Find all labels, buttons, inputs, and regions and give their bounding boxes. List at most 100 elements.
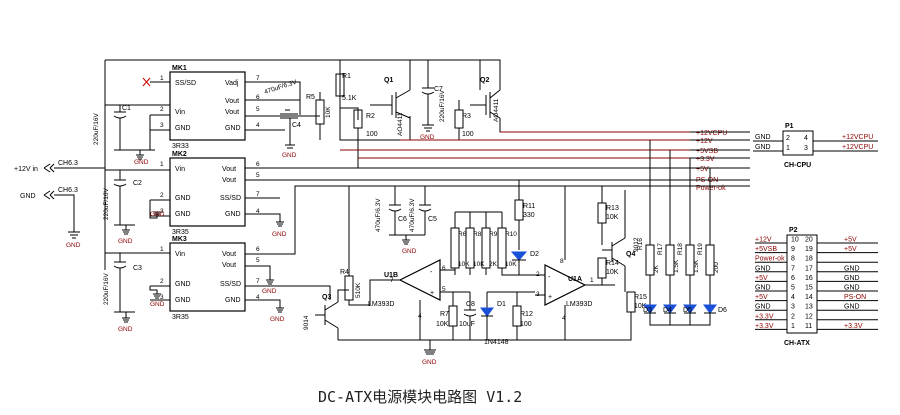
svg-text:7: 7 <box>256 278 260 285</box>
svg-text:100: 100 <box>366 131 378 138</box>
u1b-comparator: U1B LM393D - + 6 5 7 4 <box>368 259 470 340</box>
svg-text:D5: D5 <box>683 307 692 314</box>
p2-left-label: +5V <box>755 275 768 282</box>
svg-text:4: 4 <box>256 208 260 215</box>
mk1-regulator: MK1 SS/SD Vin GND Vadj Vout Vout GND 3R3… <box>142 65 320 150</box>
svg-text:+5V: +5V <box>696 166 709 173</box>
p2-pin-number: 4 <box>791 294 795 301</box>
svg-text:C7: C7 <box>434 86 443 93</box>
svg-text:1: 1 <box>160 75 164 82</box>
p2-left-label: +12V <box>755 237 772 244</box>
svg-text:2: 2 <box>160 192 164 199</box>
svg-text:Vout: Vout <box>222 262 236 269</box>
svg-text:GND: GND <box>422 359 437 366</box>
led-indicators: R16 R17 R18 R19 2K 1.5K 1.5K 200 D3 D4 D… <box>637 140 727 326</box>
svg-text:AO4411: AO4411 <box>493 98 500 122</box>
svg-text:220uF/16V: 220uF/16V <box>103 188 110 220</box>
p2-right-label: +5V <box>844 246 857 253</box>
svg-text:7: 7 <box>256 191 260 198</box>
svg-text:SS/SD: SS/SD <box>220 281 241 288</box>
p2-pin-number: 15 <box>805 285 813 292</box>
p2-pin-number: 16 <box>805 275 813 282</box>
svg-text:220uF/16V: 220uF/16V <box>93 113 100 145</box>
p2-pin-number: 18 <box>805 256 813 263</box>
p2-pin-number: 14 <box>805 294 813 301</box>
svg-text:9014: 9014 <box>303 315 310 330</box>
svg-text:GND: GND <box>225 211 241 218</box>
svg-text:5: 5 <box>442 286 446 293</box>
svg-text:GND: GND <box>755 134 771 141</box>
svg-text:Vout: Vout <box>222 166 236 173</box>
svg-text:Vin: Vin <box>175 251 185 258</box>
p2-left-label: Power-ok <box>755 256 785 263</box>
svg-text:Q3: Q3 <box>322 294 331 301</box>
mk1-ref: MK1 <box>172 65 187 72</box>
svg-text:R7: R7 <box>440 311 449 318</box>
svg-text:C4: C4 <box>292 122 301 129</box>
p1-cpu-connector: P1 2 4 1 3 GND GND +12VCPU +12VCPU CH-CP… <box>753 123 878 169</box>
svg-text:Vout: Vout <box>225 109 239 116</box>
svg-text:R11: R11 <box>523 203 535 210</box>
svg-text:+: + <box>430 290 434 297</box>
svg-text:2K: 2K <box>653 264 660 273</box>
svg-text:3: 3 <box>160 208 164 215</box>
svg-text:Vout: Vout <box>225 98 239 105</box>
svg-text:D3: D3 <box>643 307 652 314</box>
svg-text:1: 1 <box>590 277 594 284</box>
svg-text:+12VCPU: +12VCPU <box>842 144 873 151</box>
p2-pin-number: 3 <box>791 304 795 311</box>
p2-pin-number: 10 <box>791 237 799 244</box>
p2-pin-number: 9 <box>791 246 795 253</box>
svg-text:5: 5 <box>256 106 260 113</box>
svg-text:R8: R8 <box>473 231 482 238</box>
svg-text:220uF/16V: 220uF/16V <box>439 90 446 122</box>
svg-text:GND: GND <box>175 297 191 304</box>
svg-text:GND: GND <box>175 195 191 202</box>
svg-text:C5: C5 <box>428 216 437 223</box>
svg-text:3: 3 <box>804 145 808 152</box>
q2-transistor: Q2 AO4411 <box>470 59 690 133</box>
svg-text:10K: 10K <box>458 261 470 268</box>
svg-text:10K: 10K <box>436 321 449 328</box>
svg-text:1: 1 <box>160 246 164 253</box>
u1a-comparator: U1A LM393D - + 2 3 1 4 8 <box>535 186 615 340</box>
svg-text:200: 200 <box>713 262 720 273</box>
p2-pin-number: 6 <box>791 275 795 282</box>
svg-text:R4: R4 <box>340 269 349 276</box>
svg-text:C2: C2 <box>133 180 142 187</box>
p2-pin-number: 20 <box>805 237 813 244</box>
input-gnd-ref: CH6.3 <box>58 187 78 194</box>
p2-pin-number: 12 <box>805 313 813 320</box>
p2-left-label: GND <box>755 265 771 272</box>
svg-text:-: - <box>548 274 551 281</box>
svg-text:GND: GND <box>262 288 277 295</box>
svg-text:GND: GND <box>134 159 149 166</box>
svg-text:GND: GND <box>150 211 165 218</box>
q3-transistor: Q3 9014 <box>303 289 349 340</box>
p2-left-label: +5VSB <box>755 246 777 253</box>
svg-text:+12V: +12V <box>696 138 713 145</box>
mk3-regulator: MK3 Vin GND GND Vout Vout SS/SD GND 3R35… <box>150 185 690 321</box>
svg-text:Q2: Q2 <box>480 77 489 84</box>
svg-text:R12: R12 <box>520 311 533 318</box>
svg-text:GND: GND <box>225 125 241 132</box>
svg-text:3R33: 3R33 <box>172 143 189 150</box>
svg-text:D2: D2 <box>530 251 539 258</box>
svg-text:220uF/16V: 220uF/16V <box>103 273 110 305</box>
svg-text:330: 330 <box>523 212 535 219</box>
svg-text:GND: GND <box>282 152 297 159</box>
svg-text:6: 6 <box>442 265 446 272</box>
svg-text:2: 2 <box>160 106 164 113</box>
svg-text:SS/SD: SS/SD <box>175 80 196 87</box>
svg-text:GND: GND <box>402 248 417 255</box>
svg-text:4: 4 <box>804 135 808 142</box>
svg-text:3: 3 <box>160 122 164 129</box>
p2-atx-connector: P2 CH-ATX <box>784 227 818 347</box>
svg-text:1N4148: 1N4148 <box>484 339 509 346</box>
svg-text:6: 6 <box>256 161 260 168</box>
p2-left-label: +5V <box>755 294 768 301</box>
svg-text:Vout: Vout <box>222 251 236 258</box>
mk2-regulator: MK2 Vin GND GND Vout Vout SS/SD GND 3R35… <box>150 151 700 236</box>
p2-right-label: GND <box>844 275 860 282</box>
p2-left-label: +3.3V <box>755 313 774 320</box>
